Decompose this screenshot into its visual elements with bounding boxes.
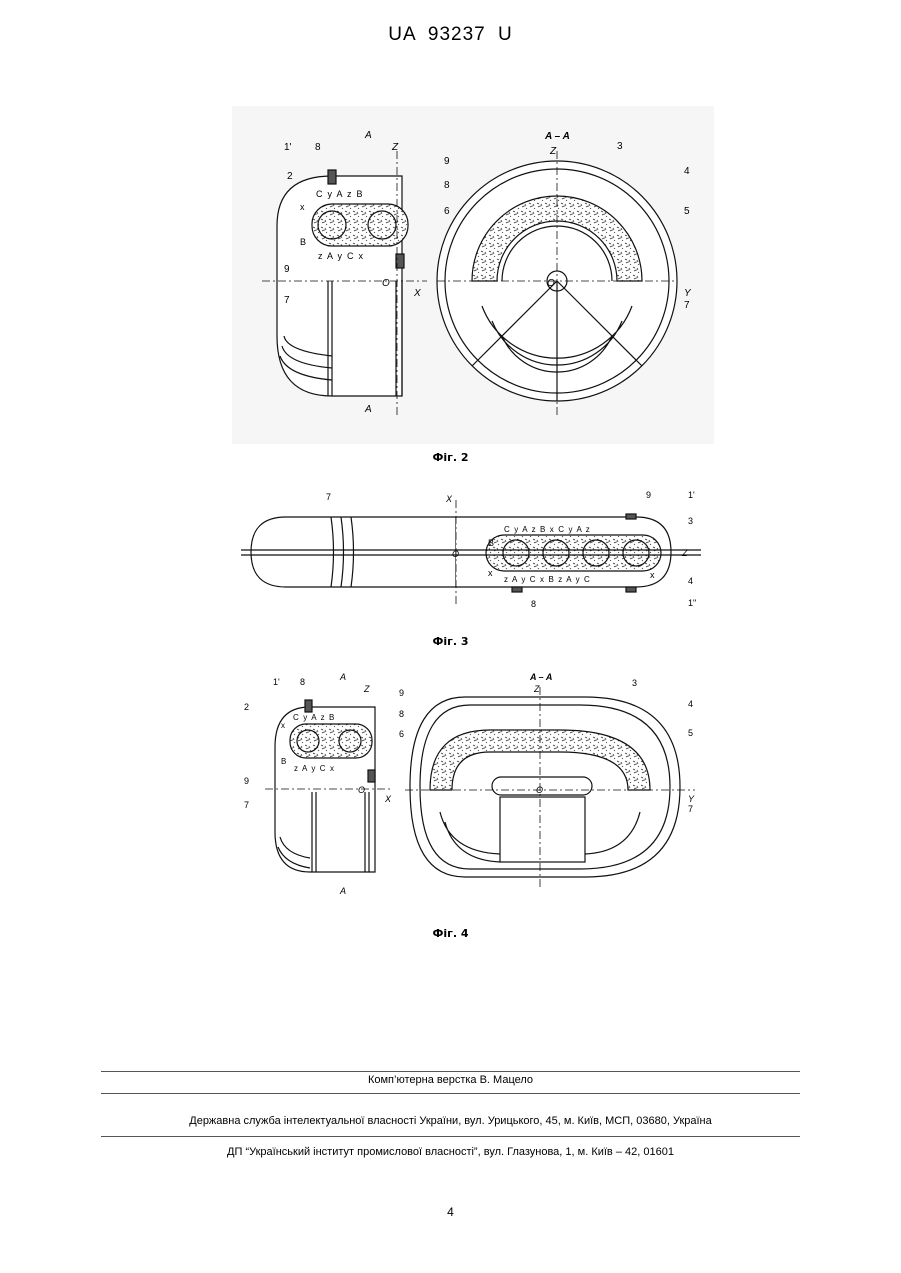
fig2-section-origin: O — [547, 278, 555, 289]
fig4-cut-bottom: A — [339, 886, 346, 896]
fig2-label-7b: 7 — [684, 300, 690, 311]
fig2-label-4: 4 — [684, 166, 690, 177]
fig2-label-7: 7 — [284, 295, 290, 306]
fig2-label-6: 6 — [444, 206, 450, 217]
fig2-section-title: A – A — [544, 131, 570, 142]
fig3-label-x-right: x — [650, 570, 655, 580]
fig4-phase-row-top: C y A z B — [293, 713, 334, 722]
fig3-axis-x: X — [445, 494, 453, 504]
fig2-label-3: 3 — [617, 141, 623, 152]
fig3-phase-row-bottom: z A y C x B z A y C — [504, 575, 590, 584]
fig2-cut-top: A — [364, 130, 372, 141]
figure-4-drawing: 1' 8 2 9 7 C y A z B z A y C x x B A A Z… — [240, 672, 710, 904]
fig3-origin: O — [452, 549, 459, 559]
fig4-label-8: 8 — [300, 677, 305, 687]
fig3-axis-z: Z — [681, 548, 688, 558]
fig3-label-7: 7 — [326, 492, 331, 502]
fig4-label-6: 6 — [399, 729, 404, 739]
fig2-label-9b: 9 — [444, 156, 450, 167]
fig4-label-4: 4 — [688, 699, 693, 709]
fig3-label-1pp: 1" — [688, 598, 696, 608]
fig4-b-mark: B — [281, 757, 286, 766]
fig4-origin: O — [358, 785, 365, 795]
figure-4-caption: Фіг. 4 — [0, 927, 901, 940]
fig2-phase-row-bottom: z A y C x — [318, 251, 364, 261]
footer-layout-credit: Комп’ютерна верстка В. Мацело — [0, 1074, 901, 1086]
fig3-label-3: 3 — [688, 516, 693, 526]
fig3-label-9: 9 — [646, 490, 651, 500]
fig4-label-5: 5 — [688, 728, 693, 738]
fig2-label-1p: 1' — [284, 142, 292, 153]
fig3-label-b: B — [488, 538, 494, 548]
fig2-axis-z: Z — [391, 142, 399, 153]
fig3-label-1p: 1' — [688, 490, 695, 500]
fig3-label-x-left: x — [488, 568, 493, 578]
fig4-phase-row-bottom: z A y C x — [294, 764, 334, 773]
fig2-label-9: 9 — [284, 264, 290, 275]
footer-institute-address: ДП “Український інститут промислової вла… — [0, 1146, 901, 1158]
fig4-label-2: 2 — [244, 702, 249, 712]
fig2-label-8: 8 — [315, 142, 321, 153]
fig2-label-5: 5 — [684, 206, 690, 217]
fig2-label-2: 2 — [287, 171, 293, 182]
figure-2-caption: Фіг. 2 — [0, 451, 901, 464]
fig2-origin: O — [382, 278, 390, 289]
fig4-section-origin: O — [536, 785, 543, 795]
fig4-label-3: 3 — [632, 678, 637, 688]
fig4-label-8b: 8 — [399, 709, 404, 719]
fig3-body — [241, 500, 701, 605]
fig3-label-8: 8 — [531, 599, 536, 609]
fig4-label-7b: 7 — [688, 804, 693, 814]
figure-3-drawing: 7 X O C y A z B x C y A z z A y C x B z … — [236, 490, 704, 615]
footer-rule-1 — [101, 1071, 800, 1072]
fig4-label-9: 9 — [244, 776, 249, 786]
patent-number-header: UA 93237 U — [0, 24, 901, 46]
fig4-section-view — [405, 687, 695, 887]
fig2-axis-x: X — [413, 288, 421, 299]
fig4-label-7: 7 — [244, 800, 249, 810]
fig2-b-mark: B — [300, 237, 306, 247]
fig4-label-1p: 1' — [273, 677, 280, 687]
fig4-cut-top: A — [339, 672, 346, 682]
fig4-x-mark: x — [281, 721, 285, 730]
fig3-label-4: 4 — [688, 576, 693, 586]
fig4-axis-y: Y — [688, 794, 695, 804]
fig2-x-mark: x — [300, 202, 305, 212]
fig2-phase-row-top: C y A z B — [316, 189, 363, 199]
footer-rule-2 — [101, 1093, 800, 1094]
fig4-label-9b: 9 — [399, 688, 404, 698]
page-number: 4 — [0, 1205, 901, 1219]
fig4-axis-z: Z — [363, 684, 370, 694]
fig2-label-8b: 8 — [444, 180, 450, 191]
fig4-axis-x: X — [384, 794, 392, 804]
fig2-cut-bottom: A — [364, 404, 372, 415]
fig4-section-axis-z: Z — [533, 684, 540, 694]
figure-2-drawing: 2 9 7 1' 8 C y A z B z A y C x x B A A Z… — [232, 106, 714, 444]
fig4-section-title: A – A — [529, 672, 552, 682]
fig3-phase-row-top: C y A z B x C y A z — [504, 525, 590, 534]
footer-rule-3 — [101, 1136, 800, 1137]
footer-office-address: Державна служба інтелектуальної власност… — [0, 1115, 901, 1127]
fig2-section-axis-z: Z — [549, 146, 557, 157]
figure-3-caption: Фіг. 3 — [0, 635, 901, 648]
